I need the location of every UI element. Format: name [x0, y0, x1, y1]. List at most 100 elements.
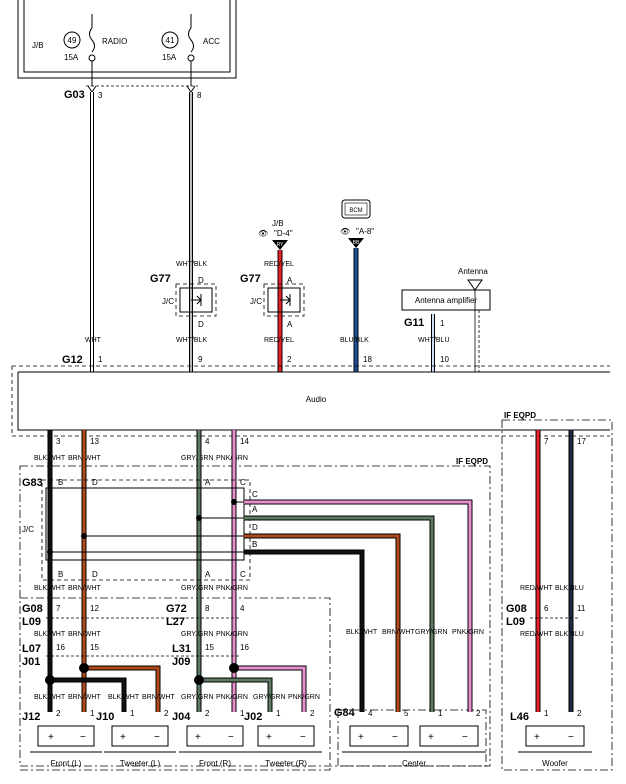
svg-text:+: +	[534, 732, 540, 743]
fuse-radio: 49 15A RADIO	[63, 14, 127, 86]
wire-blkwht-tweeter-l	[45, 675, 127, 712]
svg-text:Front (L): Front (L)	[51, 759, 82, 768]
ref-jb-d4: J/B 👁 "D-4" RY	[258, 219, 293, 250]
svg-text:7: 7	[544, 437, 549, 446]
svg-text:1: 1	[544, 709, 549, 718]
svg-text:GRY/GRN: GRY/GRN	[253, 694, 286, 701]
connector-l31-j09: L31 J09 15 16	[172, 643, 249, 668]
svg-text:2: 2	[56, 709, 61, 718]
fuse-rating: 15A	[64, 53, 79, 62]
svg-text:B: B	[58, 478, 63, 487]
svg-text:−: −	[462, 732, 468, 743]
svg-text:BLK/BLU: BLK/BLU	[555, 631, 584, 638]
svg-text:4: 4	[240, 604, 245, 613]
svg-text:A: A	[287, 320, 293, 329]
svg-text:PNK/GRN: PNK/GRN	[216, 694, 248, 701]
wire-pnkgrn-center	[244, 499, 473, 712]
svg-text:L46: L46	[510, 711, 529, 723]
svg-text:RED/YEL: RED/YEL	[264, 261, 294, 268]
svg-text:Front (R): Front (R)	[199, 759, 231, 768]
svg-text:+: +	[48, 732, 54, 743]
antenna-amplifier: Antenna Antenna amplifier G11 1	[401, 267, 491, 372]
svg-text:J/C: J/C	[250, 297, 262, 306]
svg-text:J09: J09	[172, 656, 190, 668]
svg-text:6: 6	[544, 604, 549, 613]
svg-text:GRY/GRN: GRY/GRN	[181, 631, 214, 638]
svg-text:J10: J10	[96, 711, 114, 723]
jc-g77-ill: G77 A A J/C	[240, 273, 305, 329]
svg-text:16: 16	[56, 643, 65, 652]
svg-text:1: 1	[438, 709, 443, 718]
speaker-connectors: J12 2 1 J10 1 2 J04 2 1 J02 1 2 G84 4 5 …	[22, 707, 582, 723]
svg-text:15: 15	[90, 643, 99, 652]
svg-text:G77: G77	[150, 273, 171, 285]
svg-text:7: 7	[56, 604, 61, 613]
svg-text:RED/YEL: RED/YEL	[264, 337, 294, 344]
main-eqpd-region: IF EQPD	[19, 457, 491, 767]
wire-redyel: RED/YEL RED/YEL	[264, 250, 294, 372]
svg-text:IF EQPD: IF EQPD	[504, 411, 536, 420]
svg-text:8: 8	[205, 604, 210, 613]
svg-text:4: 4	[368, 709, 373, 718]
speaker-tweeter-l: + − Tweeter (L)	[104, 725, 176, 768]
svg-text:12: 12	[90, 604, 99, 613]
svg-text:13: 13	[90, 437, 99, 446]
svg-text:D: D	[252, 523, 258, 532]
svg-text:−: −	[80, 732, 86, 743]
connector-g72-l27: G72 L27 8 4	[166, 603, 245, 628]
svg-text:BLK/WHT: BLK/WHT	[108, 694, 140, 701]
wire-blkwht-center	[244, 549, 365, 712]
wire-brnwht-tweeter-l	[79, 663, 161, 712]
svg-text:+: +	[358, 732, 364, 743]
svg-text:PNK/GRN: PNK/GRN	[216, 631, 248, 638]
svg-text:1: 1	[440, 319, 445, 328]
svg-text:+: +	[195, 732, 201, 743]
svg-text:5: 5	[404, 709, 409, 718]
jc-g83: G83 J/C B D A C C A D B B D A C	[22, 477, 258, 581]
svg-text:C: C	[240, 570, 246, 579]
svg-text:G72: G72	[166, 603, 187, 615]
svg-text:PNK/GRN: PNK/GRN	[216, 585, 248, 592]
speaker-front-r: + − Front (R)	[179, 725, 251, 768]
svg-text:J/C: J/C	[22, 525, 34, 534]
svg-text:A: A	[252, 505, 258, 514]
svg-text:J/C: J/C	[162, 297, 174, 306]
svg-text:D: D	[92, 570, 98, 579]
svg-text:+: +	[266, 732, 272, 743]
svg-text:G83: G83	[22, 477, 43, 489]
svg-text:8: 8	[197, 91, 202, 100]
svg-text:WHT/BLU: WHT/BLU	[418, 337, 450, 344]
wire-wht: WHT	[85, 92, 102, 372]
fuse-name: ACC	[203, 37, 220, 46]
svg-text:A: A	[205, 478, 211, 487]
svg-text:BRN/WHT: BRN/WHT	[142, 694, 175, 701]
svg-text:J04: J04	[172, 711, 191, 723]
svg-text:GRY/GRN: GRY/GRN	[181, 585, 214, 592]
svg-text:+: +	[120, 732, 126, 743]
svg-text:L09: L09	[506, 616, 525, 628]
svg-text:16: 16	[240, 643, 249, 652]
svg-text:J02: J02	[244, 711, 262, 723]
svg-text:L07: L07	[22, 643, 41, 655]
svg-text:L27: L27	[166, 616, 185, 628]
svg-text:PNK/GRN: PNK/GRN	[452, 629, 484, 636]
svg-text:BB: BB	[353, 240, 360, 246]
svg-text:WHT/BLK: WHT/BLK	[176, 337, 207, 344]
svg-text:Antenna: Antenna	[458, 267, 488, 276]
svg-text:J01: J01	[22, 656, 40, 668]
svg-text:RED/WHT: RED/WHT	[520, 585, 553, 592]
svg-text:2: 2	[310, 709, 315, 718]
wire-labels-bottom: BLK/WHT BRN/WHT BLK/WHT BRN/WHT GRY/GRN …	[34, 585, 584, 701]
svg-text:14: 14	[240, 437, 249, 446]
svg-text:BLK/WHT: BLK/WHT	[346, 629, 378, 636]
svg-text:GRY/GRN: GRY/GRN	[415, 629, 448, 636]
svg-text:L31: L31	[172, 643, 191, 655]
svg-text:RY: RY	[277, 242, 285, 248]
svg-text:WHT: WHT	[85, 337, 102, 344]
svg-text:G11: G11	[404, 317, 424, 329]
fuse-name: RADIO	[102, 37, 127, 46]
fuse-acc: 41 15A ACC	[161, 14, 220, 86]
svg-text:D: D	[198, 320, 204, 329]
speaker-front-l: + − Front (L)	[30, 725, 102, 768]
connector-l07-j01: L07 J01 16 15	[22, 643, 240, 668]
